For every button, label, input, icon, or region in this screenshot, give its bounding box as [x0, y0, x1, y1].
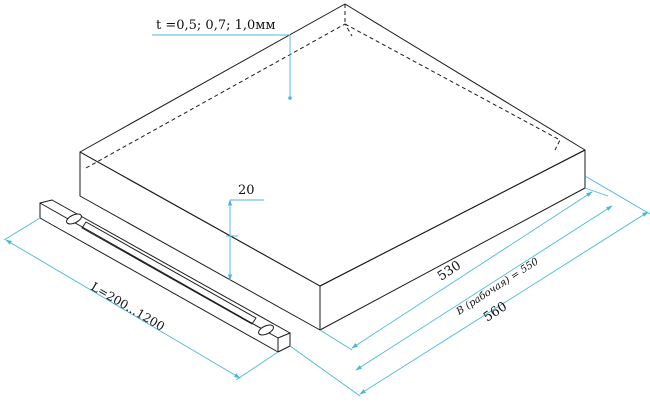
- thickness-callout: t =0,5; 0,7; 1,0мм: [152, 18, 292, 100]
- length-dim-line: [5, 239, 241, 379]
- depth-ext-bottom-1: [319, 329, 353, 351]
- thickness-label: t =0,5; 0,7; 1,0мм: [156, 18, 276, 33]
- box-hidden-back-edge: [85, 23, 353, 169]
- flange-top-edge: [39, 199, 53, 204]
- box-side-face: [319, 149, 586, 331]
- depth-530-label: 530: [435, 258, 464, 284]
- box-hidden-right-edge: [344, 23, 561, 151]
- length-label: L=200...1200: [88, 280, 167, 334]
- working-width-dim-line: [355, 205, 613, 371]
- thickness-leader-dot: [288, 96, 292, 100]
- width-560-label: 560: [481, 299, 510, 325]
- length-dimension: L=200...1200: [3, 217, 279, 381]
- depth-ext-top-1: [584, 187, 609, 197]
- height-dimension: 20: [226, 183, 264, 281]
- flange-hole-left: [66, 213, 82, 225]
- mounting-flange: [39, 199, 291, 353]
- length-ext-left: [3, 217, 41, 241]
- depth-ext-top-2: [584, 175, 650, 215]
- box-top-face: [79, 3, 586, 287]
- flange-top-edge-end: [277, 332, 291, 339]
- flange-hole-right: [258, 324, 274, 336]
- width-560-dim-line: [359, 211, 649, 395]
- height-label: 20: [238, 183, 255, 198]
- depth-ext-bottom-2: [289, 345, 361, 397]
- length-ext-right: [235, 351, 279, 381]
